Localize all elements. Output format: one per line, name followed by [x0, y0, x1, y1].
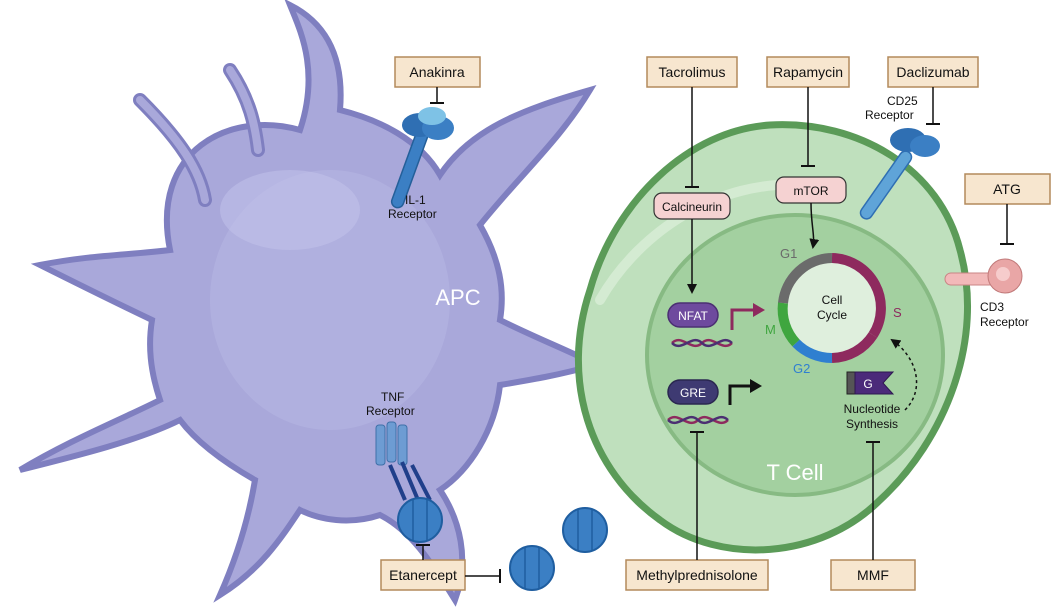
- drug-etanercept: Etanercept: [380, 544, 501, 591]
- apc-label: APC: [435, 285, 480, 310]
- cell-cycle-label-2: Cycle: [817, 308, 847, 322]
- nfat-factor: NFAT: [667, 302, 765, 348]
- phase-m: M: [765, 322, 776, 337]
- nfat-label: NFAT: [678, 309, 708, 323]
- tnf-label-1: TNF: [381, 390, 404, 404]
- daclizumab-label: Daclizumab: [896, 64, 969, 80]
- cd3-receptor: CD3 Receptor: [944, 258, 1029, 329]
- cell-cycle-ring: Cell Cycle G1 S G2 M: [765, 246, 902, 376]
- t-cell: T Cell: [575, 121, 971, 554]
- anakinra-label: Anakinra: [409, 64, 464, 80]
- drug-atg: ATG: [964, 173, 1051, 245]
- phase-s: S: [893, 305, 902, 320]
- drug-anakinra: Anakinra: [394, 56, 481, 104]
- tacrolimus-label: Tacrolimus: [659, 64, 726, 80]
- tnf-receptor: TNF Receptor: [366, 390, 443, 543]
- cd3-label-1: CD3: [980, 300, 1004, 314]
- gre-label: GRE: [680, 386, 706, 400]
- cell-cycle-label-1: Cell: [822, 293, 843, 307]
- rapamycin-label: Rapamycin: [773, 64, 843, 80]
- etanercept-label: Etanercept: [389, 567, 457, 583]
- nucleotide-label-1: Nucleotide: [844, 402, 901, 416]
- calcineurin-node: Calcineurin: [653, 192, 731, 294]
- calcineurin-label: Calcineurin: [662, 200, 722, 214]
- cd25-label-2: Receptor: [865, 108, 914, 122]
- tnf-label-2: Receptor: [366, 404, 415, 418]
- il1-label-2: Receptor: [388, 207, 437, 221]
- drug-methylprednisolone: Methylprednisolone: [625, 431, 769, 591]
- methylprednisolone-label: Methylprednisolone: [636, 567, 758, 583]
- tcell-label: T Cell: [766, 460, 823, 485]
- apc-cell: APC: [18, 0, 603, 607]
- mmf-label: MMF: [857, 567, 889, 583]
- drug-rapamycin: Rapamycin: [766, 56, 850, 167]
- nucleotide-label-2: Synthesis: [846, 417, 898, 431]
- gre-element: GRE: [667, 379, 762, 425]
- drug-tacrolimus: Tacrolimus: [646, 56, 738, 188]
- il1-receptor: IL-1 Receptor: [388, 107, 454, 221]
- g-badge-label: G: [863, 377, 872, 391]
- atg-label: ATG: [993, 181, 1021, 197]
- free-etanercept-molecules: [509, 507, 608, 591]
- phase-g1: G1: [780, 246, 797, 261]
- cd25-label-1: CD25: [887, 94, 918, 108]
- mtor-node: mTOR: [775, 176, 847, 249]
- il1-label-1: IL-1: [405, 193, 426, 207]
- cd3-label-2: Receptor: [980, 315, 1029, 329]
- drug-mmf: MMF: [830, 441, 916, 591]
- phase-g2: G2: [793, 361, 810, 376]
- nucleotide-synthesis: G Nucleotide Synthesis: [844, 338, 918, 431]
- drug-daclizumab: Daclizumab: [887, 56, 979, 125]
- cd25-receptor: CD25 Receptor: [859, 94, 940, 220]
- mtor-label: mTOR: [793, 184, 828, 198]
